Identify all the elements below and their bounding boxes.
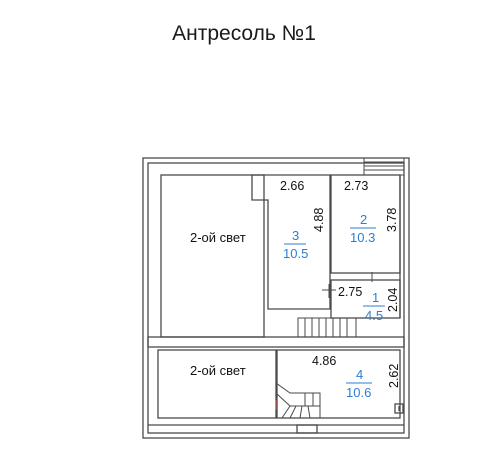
- outer-wall-inner: [147, 162, 405, 434]
- void-label-lower: 2-ой свет: [190, 363, 246, 378]
- plan-title: Антресоль №1: [172, 22, 316, 45]
- room-1-number: 1: [372, 290, 379, 305]
- room-3-length: 4.88: [312, 208, 326, 232]
- stair-top-right: [363, 157, 405, 176]
- void-lower-outline: [157, 349, 277, 419]
- room-2-width: 2.73: [344, 179, 368, 193]
- void-label-upper: 2-ой свет: [190, 230, 246, 245]
- room-3-area: 10.5: [283, 246, 308, 261]
- room-2-area: 10.3: [350, 230, 375, 245]
- stair-middle: [297, 317, 357, 338]
- room-3-number: 3: [292, 228, 299, 243]
- stair-lower: [275, 382, 321, 419]
- room-4-number: 4: [356, 367, 363, 382]
- room-3-width: 2.66: [280, 179, 304, 193]
- room-1-length: 2.04: [386, 288, 400, 312]
- room-3-outline: [251, 174, 331, 310]
- middle-band: [147, 336, 405, 348]
- vent-square: [394, 403, 404, 414]
- room-2-number: 2: [360, 212, 367, 227]
- room-4-width: 4.86: [312, 354, 336, 368]
- room-1-area: 4.5: [365, 308, 383, 323]
- room-4-area: 10.6: [346, 385, 371, 400]
- outer-wall-outer: [142, 157, 410, 439]
- room-1-width: 2.75: [338, 285, 362, 299]
- void-upper-outline: [160, 174, 265, 338]
- room-4-length: 2.62: [387, 364, 401, 388]
- room-2-length: 3.78: [385, 208, 399, 232]
